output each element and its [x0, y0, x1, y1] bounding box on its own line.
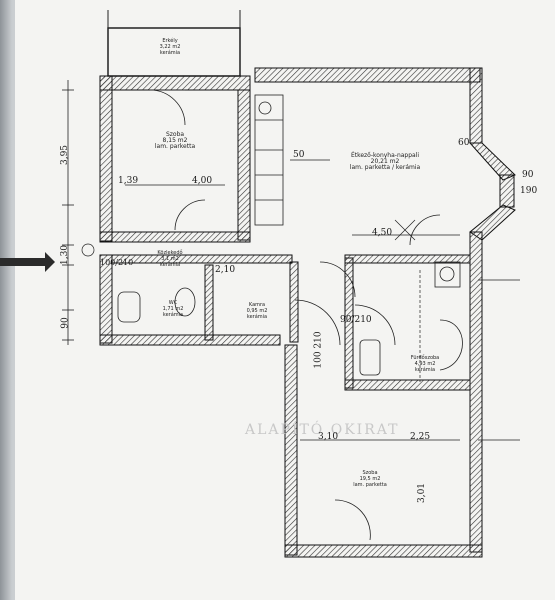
dimension-label: 3,95: [60, 144, 71, 166]
pointer-arrow: [0, 252, 55, 272]
dimension-label: 1,30: [60, 244, 71, 266]
dimension-label: 50: [293, 150, 305, 160]
dimension-label: 2,10: [215, 265, 236, 275]
dimension-label: 4,00: [192, 176, 213, 186]
dimension-label: 3,10: [318, 432, 339, 442]
dimension-label: 2,25: [410, 432, 431, 442]
dimension-label: 90: [60, 317, 71, 329]
dimension-label: 4,50: [372, 228, 393, 238]
dimension-label: 90: [522, 170, 534, 180]
watermark: ALAPÍTÓ OKIRAT: [245, 422, 400, 438]
dimension-label: 100 210: [313, 331, 324, 369]
dimension-label: 100/210: [100, 258, 134, 267]
dimension-label: 60: [458, 138, 470, 148]
dimension-label: 1,39: [118, 176, 139, 186]
dimension-label: 190: [520, 186, 538, 196]
dimension-label: 3,01: [417, 482, 428, 504]
dimension-label: 90/210: [340, 315, 372, 325]
